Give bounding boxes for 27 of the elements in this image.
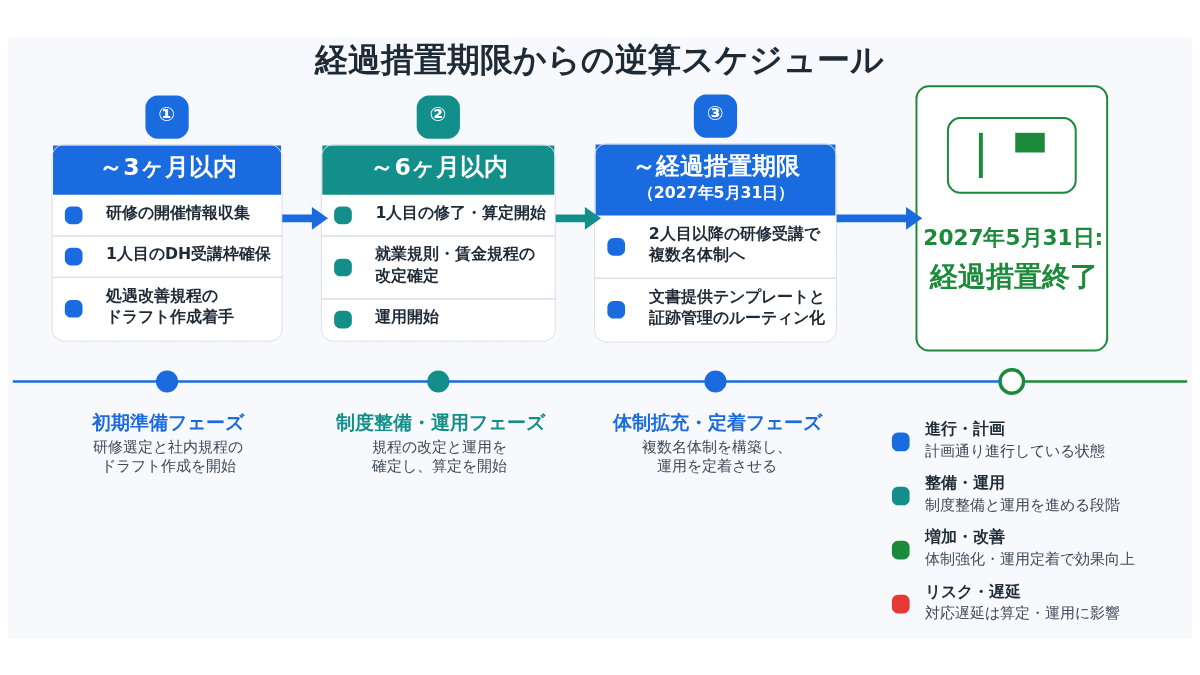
legend-label: リスク・遅延 [925,581,1022,601]
node-circle [998,367,1026,395]
legend-label: 進行・計画 [925,418,1006,438]
node-label: 体制拡充・定着フェーズ [613,411,823,433]
connector [12,379,158,383]
arrow [555,206,602,230]
node-circle [427,369,450,393]
node-label: 制度整備・運用フェーズ [336,411,546,433]
node-label: 規程の改定と運用を確定し、算定を開始 [371,437,507,474]
connector [176,379,429,383]
label: 計画通り進行している状態 [925,441,1106,459]
connector [724,379,1000,383]
arrow [282,206,329,230]
label: 体制強化・運用定着で効果向上 [925,549,1136,567]
connector [447,379,707,383]
node-circle [704,369,727,393]
node-label: 初期準備フェーズ [92,411,245,433]
label: 対応遅延は算定・運用に影響 [925,603,1121,621]
node-circle [156,369,179,393]
node-label: 研修選定と社内規程のドラフト作成を開始 [93,437,244,474]
legend-label: 整備・運用 [925,472,1006,492]
diagram-title: 経過措置期限からの逆算スケジュール [314,39,884,79]
connector [1023,379,1188,383]
arrow [836,206,923,230]
legend-label: 増加・改善 [925,526,1006,546]
node-label: 複数名体制を構築し、運用を定着させる [641,437,792,474]
label: 制度整備と運用を進める段階 [925,495,1121,513]
